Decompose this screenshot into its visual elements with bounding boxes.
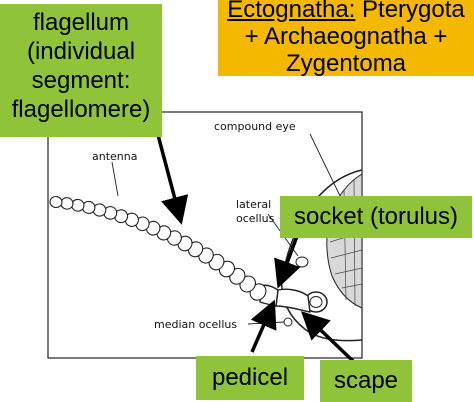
scape-arrow (300, 311, 356, 364)
antenna-leader (111, 161, 119, 197)
label-compound-eye: compound eye (214, 120, 296, 133)
pedicel-arrow (250, 299, 277, 353)
taxa-ectognatha: Ectognatha: (227, 0, 356, 23)
callout-arrows (156, 134, 356, 364)
socket-label-box: socket (torulus) (280, 196, 472, 238)
flagellum-label-box: flagellum (individual segment: flagellom… (0, 4, 162, 137)
compound-eye-leader (309, 133, 343, 201)
median-ocellus-shape (283, 317, 293, 327)
scape-label-box: scape (320, 360, 412, 402)
flagellum-segments (49, 195, 267, 301)
torulus-inner-shape (309, 296, 323, 308)
flagellum-line-4: flagellomere) (11, 96, 151, 123)
label-lateral-ocellus-line1: lateral (236, 198, 271, 211)
label-lateral-ocellus-line2: ocellus (236, 212, 275, 225)
label-median-ocellus: median ocellus (154, 318, 237, 331)
taxa-pterygota: Pterygota (355, 0, 465, 23)
pedicel-label-box: pedicel (196, 356, 304, 400)
flagellum-line-1: flagellum (32, 9, 130, 36)
lateral-ocellus-shape (295, 256, 309, 268)
flagellomere (49, 195, 63, 209)
flagellum-arrow (156, 134, 189, 225)
taxa-line-3: Zygentoma (285, 50, 407, 76)
flagellum-line-2: (individual (26, 38, 136, 65)
label-antenna: antenna (92, 150, 137, 163)
scape-label: scape (333, 367, 399, 394)
taxa-line-1: Ectognatha: Pterygota (218, 0, 474, 23)
pedicel-label: pedicel (211, 364, 289, 391)
taxa-label-box: Ectognatha: Pterygota + Archaeognatha + … (218, 0, 474, 76)
socket-label: socket (torulus) (293, 203, 459, 230)
flagellum-line-3: segment: (31, 67, 131, 94)
taxa-line-2: + Archaeognatha + (244, 23, 448, 50)
